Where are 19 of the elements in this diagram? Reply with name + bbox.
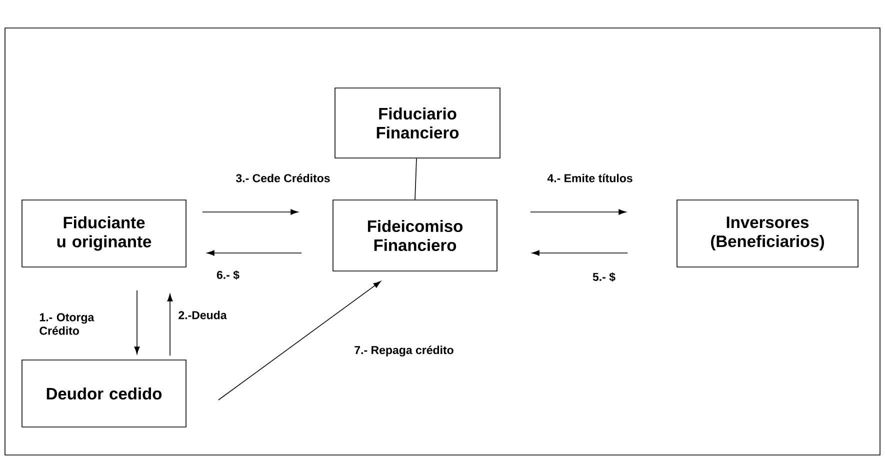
edge-label: 2.-Deuda [178, 310, 227, 320]
arrow [206, 250, 302, 256]
process-box: Inversores (Beneficiarios) [676, 200, 858, 268]
edge-label: 5.- $ [592, 272, 616, 282]
edge-label: 4.- Emite títulos [547, 174, 632, 182]
arrow [134, 290, 140, 354]
arrow [530, 209, 626, 215]
process-box: Fiduciario Financiero [334, 88, 500, 158]
arrow [202, 209, 298, 215]
arrow [218, 281, 381, 400]
process-box: Fiduciante u originante [22, 200, 186, 268]
edge-label: 7.- Repaga crédito [354, 346, 454, 356]
edge-label: 1.- Otorga Crédito [40, 313, 94, 335]
process-box: Deudor cedido [22, 360, 186, 428]
arrow [167, 294, 173, 356]
process-box: Fideicomiso Financiero [332, 200, 498, 272]
arrow [532, 250, 628, 256]
edge-label: 6.- $ [216, 270, 240, 280]
edge-label: 3.- Cede Créditos [236, 174, 330, 182]
